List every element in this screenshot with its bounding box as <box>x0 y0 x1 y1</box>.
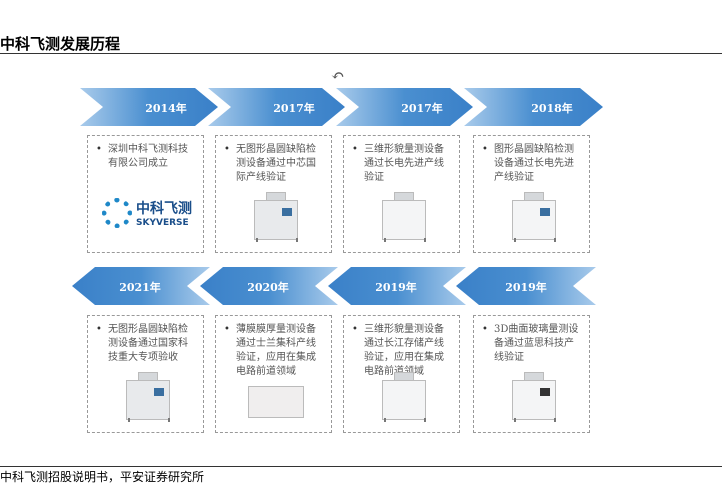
equipment-image <box>244 372 306 424</box>
arrow-2021 <box>72 267 210 305</box>
milestone-card: 图形晶圆缺陷检测设备通过长电先进产线验证 <box>473 135 590 253</box>
year-label: 2020年 <box>247 281 289 294</box>
arrow-2014 <box>80 88 218 126</box>
page-title: 中科飞测发展历程 <box>0 35 121 53</box>
source-footer: 中科飞测招股说明书，平安证券研究所 <box>0 470 205 484</box>
milestone-text: 图形晶圆缺陷检测设备通过长电先进产线验证 <box>482 143 583 185</box>
title-divider <box>0 53 722 54</box>
year-label: 2018年 <box>531 102 573 115</box>
equipment-image <box>116 372 178 424</box>
year-label: 2019年 <box>375 281 417 294</box>
equipment-image <box>502 372 564 424</box>
milestone-text: 无图形晶圆缺陷检测设备通过国家科技重大专项验收 <box>96 323 197 365</box>
milestone-card: 薄膜膜厚量测设备通过士兰集科产线验证，应用在集成电路前道领域 <box>215 315 332 433</box>
footer-divider <box>0 466 722 467</box>
arrow-2020 <box>200 267 338 305</box>
undo-icon[interactable]: ↶ <box>331 66 345 85</box>
milestone-text: 三维形貌量测设备通过长电先进产线验证 <box>352 143 453 185</box>
arrow-2017a <box>208 88 345 126</box>
milestone-card: 三维形貌量测设备通过长电先进产线验证 <box>343 135 460 253</box>
milestone-text: 三维形貌量测设备通过长江存储产线验证，应用在集成电路前道领域 <box>352 323 453 379</box>
milestone-card: 3D曲面玻璃量测设备通过蓝思科技产线验证 <box>473 315 590 433</box>
milestone-card: 无图形晶圆缺陷检测设备通过中芯国际产线验证 <box>215 135 332 253</box>
milestone-card: 三维形貌量测设备通过长江存储产线验证，应用在集成电路前道领域 <box>343 315 460 433</box>
equipment-image <box>244 192 306 244</box>
milestone-text: 薄膜膜厚量测设备通过士兰集科产线验证，应用在集成电路前道领域 <box>224 323 325 379</box>
arrow-2018 <box>464 88 603 126</box>
arrow-2017b <box>336 88 473 126</box>
year-label: 2017年 <box>273 102 315 115</box>
equipment-image <box>372 192 434 244</box>
milestone-text: 3D曲面玻璃量测设备通过蓝思科技产线验证 <box>482 323 583 365</box>
year-label: 2017年 <box>401 102 443 115</box>
milestone-text: 深圳中科飞测科技有限公司成立 <box>96 143 197 171</box>
year-label: 2014年 <box>145 102 187 115</box>
arrow-2019a <box>328 267 466 305</box>
arrow-2019b <box>456 267 596 305</box>
milestone-text: 无图形晶圆缺陷检测设备通过中芯国际产线验证 <box>224 143 325 185</box>
milestone-card: 无图形晶圆缺陷检测设备通过国家科技重大专项验收 <box>87 315 204 433</box>
equipment-image <box>502 192 564 244</box>
equipment-image <box>372 372 434 424</box>
year-label: 2021年 <box>119 281 161 294</box>
year-label: 2019年 <box>505 281 547 294</box>
